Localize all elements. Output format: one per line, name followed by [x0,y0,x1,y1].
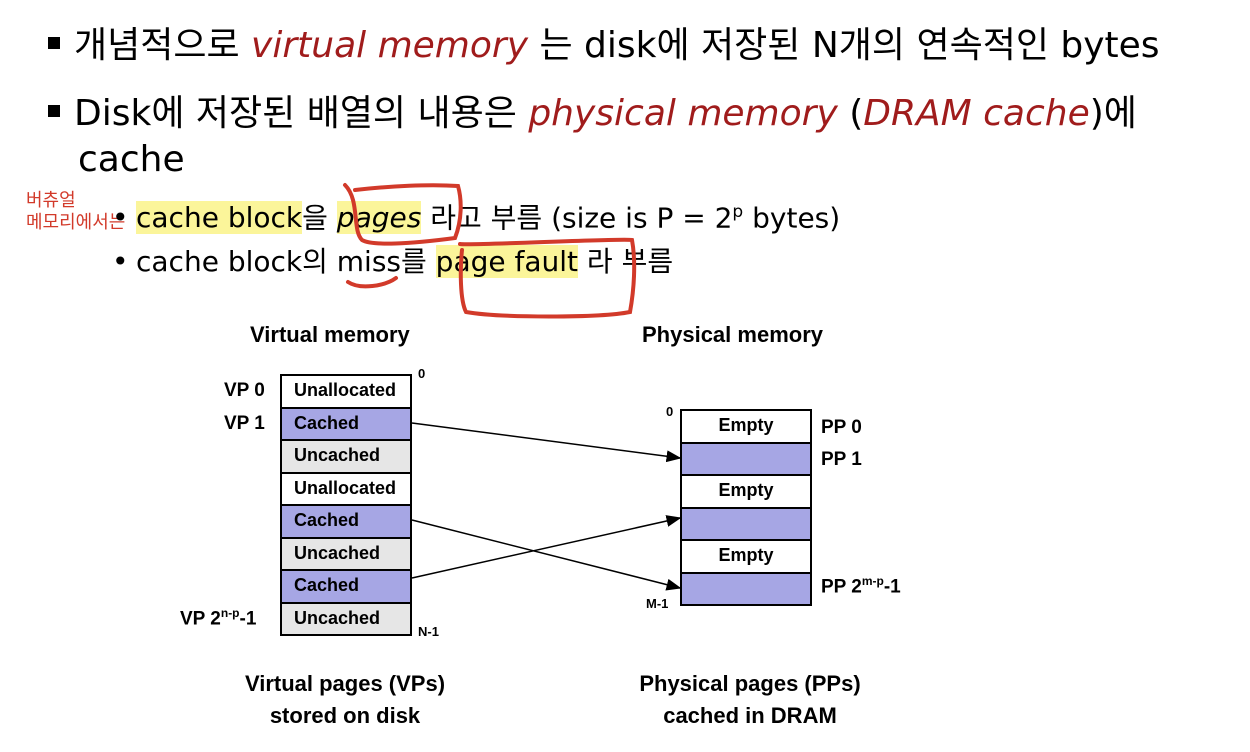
pp-last-label: PP 2m-p-1 [821,574,901,598]
physical-page-cell: Empty [680,539,812,574]
vp-last-exponent: n-p [220,606,240,620]
sub-1-cache-block: cache block [136,201,303,235]
bullet-1-virtual-memory: virtual memory [251,25,529,66]
sub-2-text-a: cache block의 miss를 [136,245,436,278]
bullet-2-physical-memory: physical memory [528,93,838,134]
bullet-2-dram-cache: DRAM cache [863,93,1090,134]
vp-last-base: VP 2 [180,608,221,630]
physical-caption-line-2: cached in DRAM [663,703,837,728]
virtual-caption-line-1: Virtual pages (VPs) [244,671,446,696]
physical-caption-line-1: Physical pages (PPs) [639,671,861,696]
bullet-square-icon [48,105,60,117]
physical-page-cell [680,571,812,606]
virtual-page-cell: Cached [280,406,412,441]
vp-last-suffix: -1 [239,608,257,630]
annotation-line-2: 메모리에서는 [26,212,126,233]
sub-1-text-c: bytes) [743,201,841,235]
sub-bullet-dot-icon: • [112,201,129,235]
virtual-page-cell: Unallocated [280,374,412,409]
virtual-memory-title: Virtual memory [250,322,410,347]
vp-last-label: VP 2n-p-1 [180,606,256,630]
sub-bullet-1: •cache block을 pages 라고 부름 (size is P = 2… [112,194,840,236]
pen-circle-pages [343,183,463,246]
bullet-1-text-a: 개념적으로 [74,25,252,66]
virtual-page-cell: Uncached [280,536,412,571]
arrow-vp4-to-pplast [411,519,682,591]
virtual-caption-line-2: stored on disk [269,703,421,728]
bullet-square-icon [48,37,60,49]
bullet-2-text-a: Disk에 저장된 배열의 내용은 [74,93,529,134]
pp-last-exponent: m-p [861,574,884,588]
pen-box-page-fault [458,237,637,319]
virtual-top-index: 0 [418,366,426,381]
arrow-vp1-to-pp1 [411,422,682,463]
physical-memory-title: Physical memory [642,322,823,347]
bullet-2: Disk에 저장된 배열의 내용은 physical memory (DRAM … [48,92,1137,136]
vp-1-label: VP 1 [224,413,265,434]
virtual-bottom-index: N-1 [418,624,439,639]
bullet-1-text-b: 는 disk에 저장된 N개의 연속적인 bytes [528,25,1160,66]
virtual-page-cell: Uncached [280,601,412,636]
sub-1-text-a: 을 [302,201,337,235]
physical-page-cell [680,506,812,541]
bullet-2-text-c: )에 [1089,93,1137,134]
sub-1-text-b: 라고 부름 (size is P = 2 [421,201,733,235]
handwritten-annotation: 버츄얼 메모리에서는 [26,190,125,234]
sub-bullet-2: •cache block의 miss를 page fault 라 부름 [112,244,673,280]
virtual-page-cell: Cached [280,504,412,539]
pp-last-suffix: -1 [883,576,901,598]
annotation-line-1: 버츄얼 [26,190,76,211]
bullet-2-line-2: cache [78,139,185,180]
virtual-caption: Virtual pages (VPs) stored on disk [230,668,460,732]
sub-bullet-dot-icon: • [112,245,129,278]
sub-1-pages: pages [336,201,422,235]
pen-underline-miss [346,276,398,289]
pp-1-label: PP 1 [821,449,862,470]
pp-0-label: PP 0 [821,417,862,438]
bullet-1: 개념적으로 virtual memory 는 disk에 저장된 N개의 연속적… [48,24,1160,68]
bullet-2-text-b: ( [837,93,864,134]
virtual-page-cell: Uncached [280,439,412,474]
virtual-page-cell: Unallocated [280,471,412,506]
vp-0-label: VP 0 [224,380,265,401]
arrow-vp6-to-pp3 [411,515,682,579]
sub-1-exponent: p [732,202,744,222]
physical-bottom-index: M-1 [646,596,669,611]
physical-page-cell: Empty [680,409,812,444]
sub-2-text-b: 라 부름 [578,245,674,278]
physical-caption: Physical pages (PPs) cached in DRAM [630,668,870,732]
physical-top-index: 0 [666,404,674,419]
physical-page-cell [680,441,812,476]
pp-last-base: PP 2 [821,576,862,598]
virtual-page-cell: Cached [280,569,412,604]
physical-page-cell: Empty [680,474,812,509]
